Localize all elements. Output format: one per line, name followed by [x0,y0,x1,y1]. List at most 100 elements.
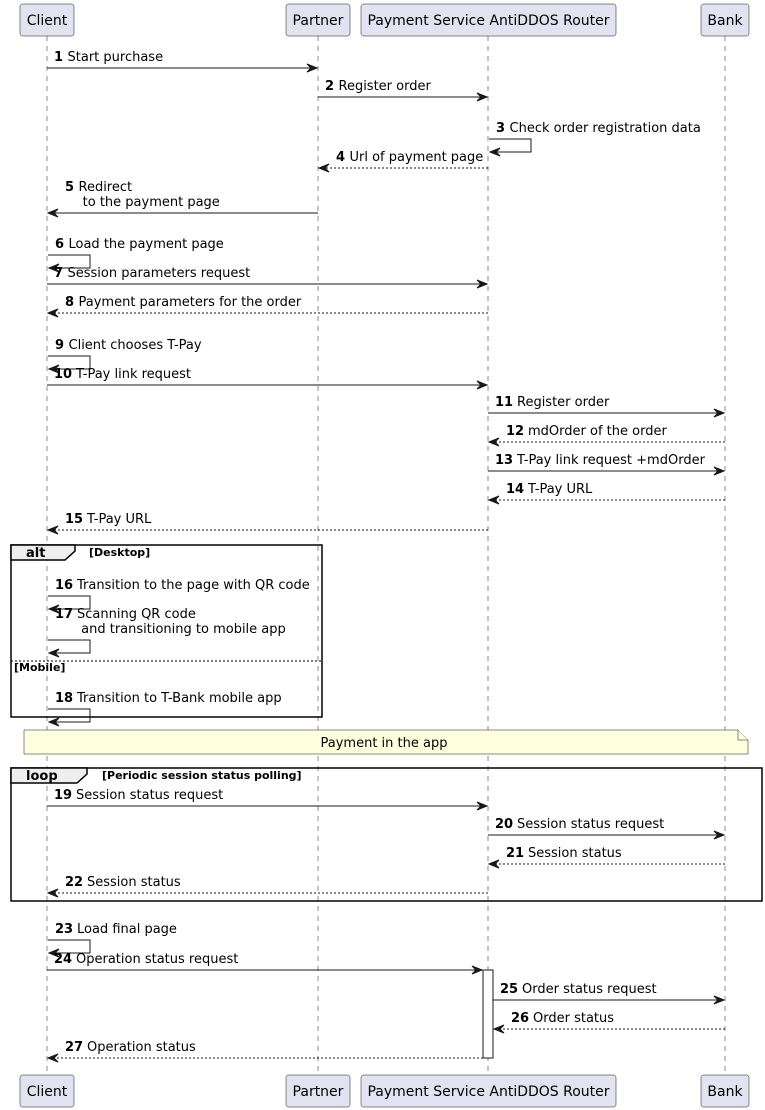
message-label: T-Pay link request [75,367,191,382]
arrowhead [476,279,489,289]
frames: alt[Desktop][Mobile] loop [Periodic sessio… [10,544,763,902]
message-label: Session status request [76,788,223,803]
message-label: Order status [533,1011,614,1026]
arrowhead [46,1053,59,1063]
participant-router-top: Payment Service AntiDDOS Router [360,3,617,37]
message-label: Session status [87,875,181,890]
lifelines [46,36,726,1075]
participant-label: Client [27,1084,68,1100]
participant-partner-top: Partner [285,3,351,37]
message-label: T-Pay URL [527,482,593,497]
message-label: Transition to T-Bank mobile app [76,691,282,706]
message-label: Url of payment page [350,150,484,165]
arrowhead [471,965,484,975]
note-text: Payment in the app [321,736,448,751]
arrowhead [47,364,60,374]
participant-box [19,1074,75,1108]
arrowhead [713,408,726,418]
participant-client-bottom: Client [19,1074,75,1108]
participant-box [19,3,75,37]
participant-box [285,1074,351,1108]
participant-box [360,1074,617,1108]
message-number: 14 [506,482,524,497]
alt-frame-border [10,544,323,718]
message-label: Register order [339,79,432,94]
message-line [48,355,91,370]
message-number: 5 [65,180,74,195]
message-number: 16 [55,578,73,593]
participant-label: Payment Service AntiDDOS Router [367,13,609,29]
message-label: Transition to the page with QR code [76,578,310,593]
participant-label: Bank [707,1084,743,1100]
message-number: 26 [511,1011,529,1026]
arrowhead [47,263,60,273]
arrowhead [46,308,59,318]
arrowhead [46,888,59,898]
message-label: T-Pay link request +mdOrder [516,453,706,468]
message-26: 26 Order status [492,1011,725,1034]
participant-client-top: Client [19,3,75,37]
message-number: 23 [55,922,73,937]
message-label: Check order registration data [510,121,701,136]
loop-frame-tab [10,767,88,784]
message-21: 21 Session status [487,846,725,869]
message-number: 13 [495,453,513,468]
message-label: Session status [528,846,622,861]
message-label: Load the payment page [69,237,224,252]
message-number: 7 [54,266,63,281]
participant-label: Bank [707,13,743,29]
message-number: 2 [325,79,334,94]
arrowhead [713,466,726,476]
message-number: 24 [54,952,72,967]
activation-router [482,969,494,1059]
alt-frame: alt[Desktop][Mobile] [10,544,323,718]
arrowhead [713,995,726,1005]
participant-partner-bottom: Partner [285,1074,351,1108]
arrowhead [492,1024,505,1034]
note: Payment in the app [23,729,749,755]
message-line [48,639,91,654]
arrowhead [488,147,501,157]
activation-bar [482,969,494,1059]
loop-frame-condition: [Periodic session status polling] [102,769,302,782]
participant-label: Partner [293,13,344,29]
arrowhead [713,830,726,840]
arrowhead [476,380,489,390]
message-label: Payment parameters for the order [79,295,302,310]
arrowhead [487,859,500,869]
message-line [489,138,532,153]
message-label: Client chooses T-Pay [69,338,202,353]
loop-frame-label: loop [26,769,58,784]
loop-frame-border [10,767,763,902]
message-number: 15 [65,512,83,527]
message-2: 2 Register order [318,79,489,102]
message-line [48,595,91,610]
message-line [48,939,91,954]
alt-frame-tab [10,544,76,561]
message-number: 6 [55,237,64,252]
alt-frame-else-condition: [Mobile] [14,661,65,674]
message-number: 18 [55,691,73,706]
arrowhead [476,801,489,811]
message-number: 21 [506,846,524,861]
message-label: Scanning QR code [77,607,196,622]
participant-bank-bottom: Bank [700,1074,750,1108]
participant-router-bottom: Payment Service AntiDDOS Router [360,1074,617,1108]
arrowhead [46,208,59,218]
arrowhead [487,495,500,505]
participant-box [700,3,750,37]
